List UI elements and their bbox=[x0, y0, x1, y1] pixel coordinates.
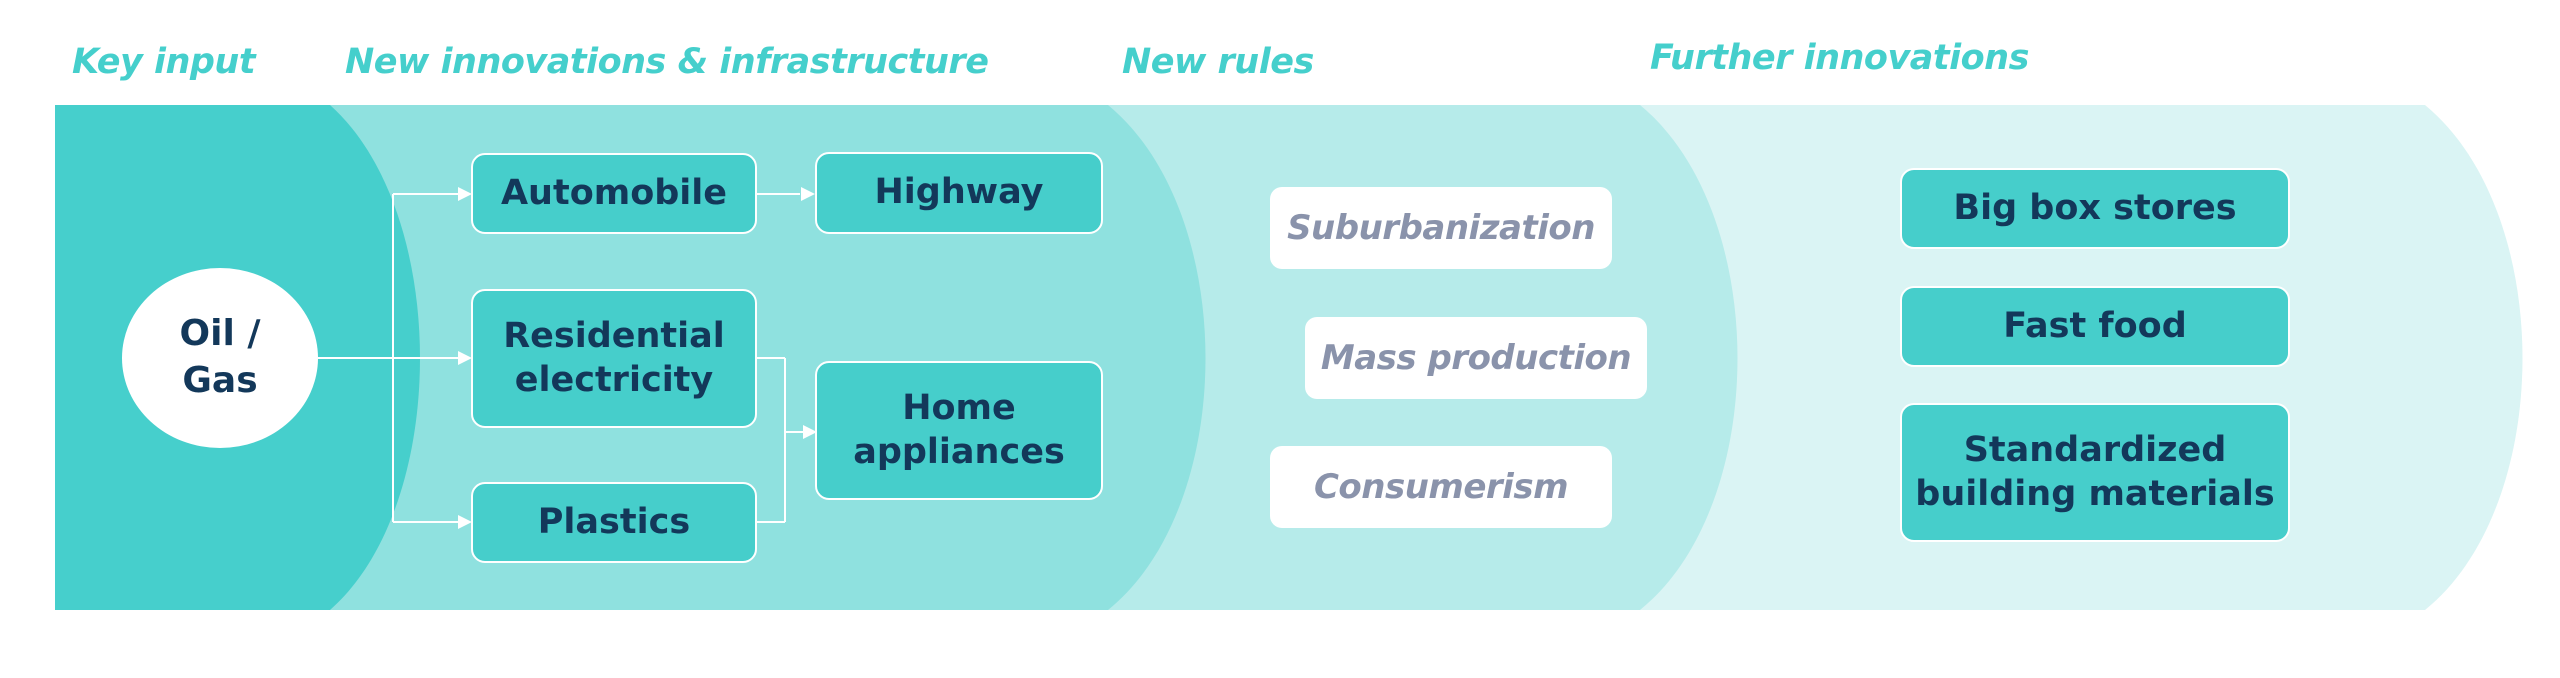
connector-arrowheads bbox=[458, 187, 817, 529]
residential-electricity-box: Residential electricity bbox=[471, 289, 757, 428]
big-box-stores-box: Big box stores bbox=[1900, 168, 2290, 249]
standardized-materials-box: Standardized building materials bbox=[1900, 403, 2290, 542]
mass-production-label: Mass production bbox=[1320, 337, 1632, 378]
residential-electricity-line2: electricity bbox=[514, 359, 714, 400]
section-label-further-innovations: Further innovations bbox=[1650, 38, 2029, 78]
home-appliances-line1: Home bbox=[902, 388, 1016, 429]
section-label-key-input: Key input bbox=[72, 42, 256, 82]
home-appliances-box: Home appliances bbox=[815, 361, 1103, 500]
oil-gas-line1: Oil / bbox=[179, 313, 261, 355]
arrowhead-highway bbox=[801, 187, 815, 201]
highway-label: Highway bbox=[874, 172, 1044, 213]
highway-box: Highway bbox=[815, 152, 1103, 234]
home-appliances-line2: appliances bbox=[853, 431, 1065, 472]
plastics-label: Plastics bbox=[537, 501, 691, 542]
automobile-label: Automobile bbox=[500, 172, 728, 213]
fast-food-box: Fast food bbox=[1900, 286, 2290, 367]
consumerism-label: Consumerism bbox=[1313, 466, 1569, 507]
standardized-materials-line1: Standardized bbox=[1963, 430, 2227, 471]
arrowhead-plastics bbox=[458, 515, 472, 529]
connector-lines bbox=[318, 193, 803, 523]
residential-electricity-line1: Residential bbox=[503, 316, 725, 357]
automobile-box: Automobile bbox=[471, 153, 757, 234]
plastics-box: Plastics bbox=[471, 482, 757, 563]
arrowhead-appliances bbox=[803, 425, 817, 439]
suburbanization-box: Suburbanization bbox=[1270, 187, 1612, 269]
standardized-materials-line2: building materials bbox=[1915, 473, 2275, 514]
arrowhead-residential bbox=[458, 351, 472, 365]
oil-gas-node: Oil / Gas bbox=[122, 268, 318, 448]
mass-production-box: Mass production bbox=[1305, 317, 1647, 399]
arrowhead-automobile bbox=[458, 187, 472, 201]
section-label-new-innovations: New innovations & infrastructure bbox=[345, 42, 989, 82]
consumerism-box: Consumerism bbox=[1270, 446, 1612, 528]
oil-gas-line2: Gas bbox=[182, 360, 258, 401]
section-label-new-rules: New rules bbox=[1122, 42, 1314, 82]
suburbanization-label: Suburbanization bbox=[1287, 207, 1595, 248]
big-box-stores-label: Big box stores bbox=[1953, 187, 2237, 228]
fast-food-label: Fast food bbox=[2003, 305, 2187, 346]
